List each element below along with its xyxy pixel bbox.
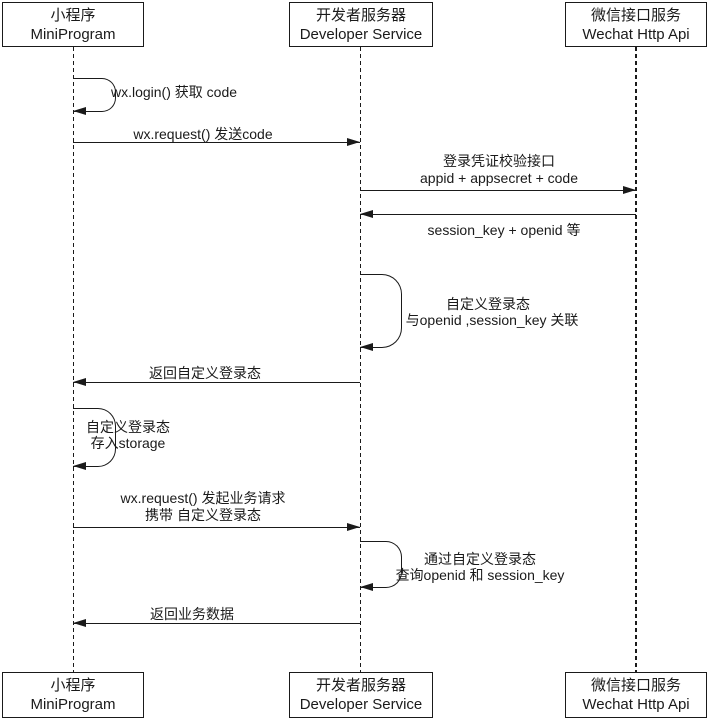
actor-bottom-wechat-api: 微信接口服务 Wechat Http Api <box>565 672 707 718</box>
self-loop-store-storage <box>73 408 116 467</box>
actor-top-developer-service: 开发者服务器 Developer Service <box>289 2 433 47</box>
actor-top-miniprogram: 小程序 MiniProgram <box>2 2 144 47</box>
lifeline-wechat-api <box>635 47 637 672</box>
message-label: 携带 自定义登录态 <box>145 507 261 523</box>
message-label: appid + appsecret + code <box>419 170 579 186</box>
message-line-return-login-state <box>73 382 360 383</box>
actor-label-en: MiniProgram <box>30 25 116 43</box>
message-label: 存入storage <box>90 435 166 451</box>
actor-label-en: Wechat Http Api <box>582 25 690 43</box>
actor-label-zh: 开发者服务器 <box>315 677 406 694</box>
actor-label-en: MiniProgram <box>30 696 116 713</box>
actor-label-en: Developer Service <box>299 25 423 43</box>
message-label: 自定义登录态 <box>446 296 530 312</box>
arrowhead-icon <box>73 462 86 470</box>
actor-label-zh: 微信接口服务 <box>590 6 681 24</box>
message-line-session-key <box>360 214 636 215</box>
actor-bottom-developer-service: 开发者服务器 Developer Service <box>289 672 433 718</box>
actor-label-en: Developer Service <box>299 696 423 713</box>
actor-label-zh: 微信接口服务 <box>590 677 681 694</box>
arrowhead-icon <box>623 186 636 194</box>
message-label: 通过自定义登录态 <box>424 551 536 567</box>
message-line-code2session <box>360 190 636 191</box>
message-label: 查询openid 和 session_key <box>395 567 565 583</box>
message-label: wx.request() 发起业务请求 <box>120 490 286 506</box>
arrowhead-icon <box>73 378 86 386</box>
message-line-business-request <box>73 527 360 528</box>
actor-bottom-miniprogram: 小程序 MiniProgram <box>2 672 144 718</box>
actor-label-zh: 小程序 <box>50 677 96 694</box>
actor-label-zh: 小程序 <box>50 6 96 24</box>
arrowhead-icon <box>360 343 373 351</box>
actor-label-en: Wechat Http Api <box>582 696 690 713</box>
self-loop-wx-login <box>73 78 116 112</box>
actor-label-zh: 开发者服务器 <box>315 6 406 24</box>
lifeline-miniprogram <box>72 47 74 672</box>
arrowhead-icon <box>347 138 360 146</box>
message-label: wx.login() 获取 code <box>110 84 238 100</box>
message-label: 返回自定义登录态 <box>149 365 261 381</box>
message-line-send-code <box>73 142 360 143</box>
message-label: session_key + openid 等 <box>427 222 581 238</box>
arrowhead-icon <box>73 107 86 115</box>
message-label: 与openid ,session_key 关联 <box>405 312 579 328</box>
arrowhead-icon <box>347 523 360 531</box>
message-line-return-business-data <box>73 623 360 624</box>
lifeline-developer-service <box>359 47 361 672</box>
message-label: 返回业务数据 <box>150 606 234 622</box>
arrowhead-icon <box>360 210 373 218</box>
actor-top-wechat-api: 微信接口服务 Wechat Http Api <box>565 2 707 47</box>
self-loop-custom-login-state <box>360 274 402 348</box>
message-label: 登录凭证校验接口 <box>443 153 555 169</box>
message-label: wx.request() 发送code <box>133 126 273 142</box>
arrowhead-icon <box>73 619 86 627</box>
self-loop-query-session <box>360 541 402 588</box>
message-label: 自定义登录态 <box>86 419 170 435</box>
arrowhead-icon <box>360 583 373 591</box>
